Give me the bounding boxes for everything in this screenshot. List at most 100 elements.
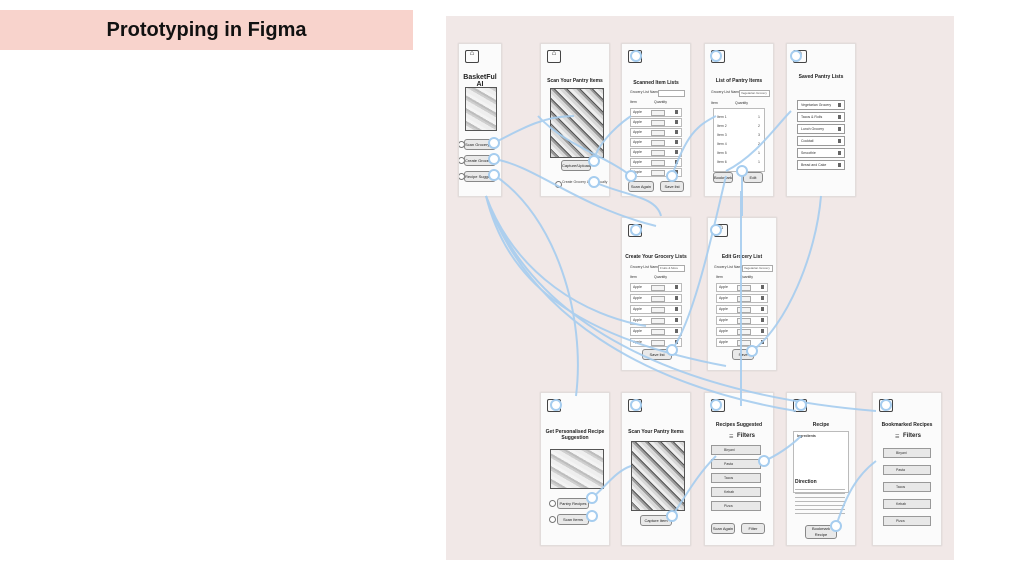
table-qty: 3 [758,133,760,137]
hotspot [630,50,642,62]
hotspot [736,165,748,177]
table-row: Item 5 [717,151,727,155]
hotspot [666,344,678,356]
radio-pantry[interactable] [549,500,556,507]
bookmarked-item[interactable]: Biryani [883,448,931,458]
wire-capture [593,115,632,162]
wire-save-scanned [671,115,717,177]
col-qty: Quantity [654,100,668,104]
table-qty: 2 [758,124,760,128]
list-item[interactable]: Apple [630,283,682,292]
wire-bookmark [725,110,792,172]
prototype-connections [485,50,892,532]
recipe-item[interactable]: Kebab [711,487,761,497]
wire-home-back-3 [485,195,877,412]
col-qty: Quantity [740,275,754,279]
direction-text [795,489,845,515]
hotspot [625,170,637,182]
frame-bookmarked-recipes[interactable]: ⌂ Bookmarked Recipes Filters ☰ Biryani P… [872,392,942,546]
cookbook-image [550,449,604,489]
pantry-title: List of Pantry Items [715,78,763,84]
filters-label: Filters [737,433,756,439]
home-icon[interactable]: ⌂ [465,50,479,63]
table-qty: 2 [758,142,760,146]
list-name-input[interactable] [658,90,685,97]
scan2-title: Scan Your Pantry Items [628,429,684,435]
filter-button[interactable]: Filter [741,523,765,534]
list-item[interactable]: Apple [630,305,682,314]
filter-icon[interactable]: ☰ [729,434,734,440]
saved-list-item[interactable]: Tacos & Rolls [797,112,845,122]
saved-list-item[interactable]: Cocktail [797,136,845,146]
hotspot [790,50,802,62]
wire-capture-item [671,455,717,517]
hotspot [630,399,642,411]
saved-title: Saved Pantry Lists [798,74,844,80]
hotspot [666,510,678,522]
wire-scan-again [537,115,632,177]
bookmarked-item[interactable]: Pizza [883,516,931,526]
saved-list-item[interactable]: Bread and Cake [797,160,845,170]
frame-scan[interactable]: ⌂ Scan Your Pantry Items Capture/Upload … [540,43,610,197]
direction-label: Direction [795,479,817,485]
filter-icon[interactable]: ☰ [895,434,900,440]
hotspot [710,224,722,236]
bookmarked-item[interactable]: Pasta [883,465,931,475]
hotspot [550,399,562,411]
saved-list-item[interactable]: Smoothie [797,148,845,158]
scan-again-button[interactable]: Scan Again [628,181,654,192]
pantry-photo [550,88,604,158]
recipe-item[interactable]: Biryani [711,445,761,455]
hotspot [830,520,842,532]
col-item: Item [716,275,723,279]
list-item[interactable]: Apple [630,148,682,157]
bookmark-recipe-button[interactable]: Bookmark Recipe [805,525,837,539]
col-item: Item [711,101,718,105]
pantry-recipes-button[interactable]: Pantry Recipes [557,498,589,509]
list-item[interactable]: Apple [630,128,682,137]
edit-button[interactable]: Edit [743,172,763,183]
home-icon[interactable]: ⌂ [547,50,561,63]
filters-label: Filters [903,433,922,439]
scan-again-button[interactable]: Scan Again [711,523,735,534]
list-item[interactable]: Apple [630,316,682,325]
figma-prototype-canvas[interactable]: ⌂ BasketFul AI Scan Grocery List Create … [446,16,954,560]
bookmark-button[interactable]: Bookmark [713,172,733,183]
col-qty: Quantity [654,275,668,279]
bookmarked-title: Bookmarked Recipes [881,422,933,428]
list-name-value[interactable]: Vegetarian Grocery [739,90,770,97]
frame-scan-pantry-2[interactable]: ⌂ Scan Your Pantry Items Capture Item [621,392,691,546]
bookmarked-item[interactable]: Kebab [883,499,931,509]
list-item[interactable]: Apple [630,108,682,117]
list-name-label: Grocery List Name [630,90,660,94]
table-row: Item 1 [717,115,727,119]
recipe-item[interactable]: Pizza [711,501,761,511]
list-item[interactable]: Apple [630,138,682,147]
list-item[interactable]: Apple [630,294,682,303]
frame-recipe-detail[interactable]: ⌂ Recipe Ingredients Direction Bookmark … [786,392,856,546]
frame-home[interactable]: ⌂ BasketFul AI Scan Grocery List Create … [458,43,502,197]
frame-personalised-recipe[interactable]: ⌂ Get Personalised Recipe Suggestion Pan… [540,392,610,546]
hotspot [666,170,678,182]
table-qty: 1 [758,151,760,155]
wire-save-edit [751,195,822,352]
list-name-value[interactable]: Vegetarian Grocery [742,265,773,272]
saved-list-item[interactable]: Vegetarian Grocery [797,100,845,110]
recipe-item[interactable]: Tacos [711,473,761,483]
table-row: Item 4 [717,142,727,146]
saved-list-item[interactable]: Lunch Grocery [797,124,845,134]
bookmarked-item[interactable]: Tacos [883,482,931,492]
hotspot [586,510,598,522]
ingredients-label: Ingredients [797,434,816,438]
hotspot [488,169,500,181]
hotspot [488,153,500,165]
pantry-photo [631,441,685,511]
wire-bookmark-recipe [835,460,877,527]
hotspot [588,155,600,167]
groceries-image [465,87,497,131]
list-item[interactable]: Apple [630,118,682,127]
frame-saved-lists[interactable]: ⌂ Saved Pantry Lists Vegetarian Grocery … [786,43,856,197]
table-row: Item 3 [717,133,727,137]
radio-scan[interactable] [549,516,556,523]
list-name-value[interactable]: Fruits & More [658,265,685,272]
